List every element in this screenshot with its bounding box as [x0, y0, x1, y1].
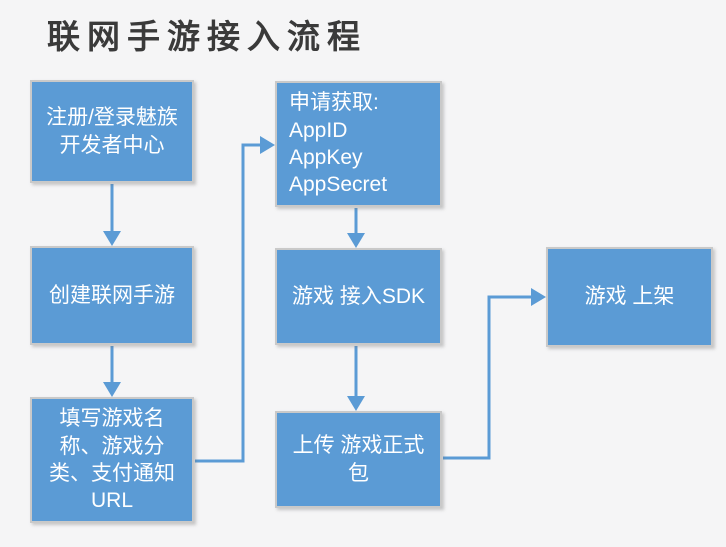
flow-node-create-game-label: 创建联网手游 [49, 283, 175, 307]
flow-node-create-game: 创建联网手游 [30, 246, 194, 345]
arrowhead-down-icon [103, 231, 121, 246]
connector-fill-info-to-apply-keys [195, 136, 275, 463]
arrowhead-down-icon [347, 396, 365, 411]
connector-sdk-to-upload-package [347, 346, 365, 411]
arrowhead-down-icon [103, 382, 121, 397]
flow-node-launch-label: 游戏 上架 [584, 285, 675, 309]
flow-node-upload-package: 上传 游戏正式 包 [275, 411, 442, 508]
flow-node-fill-info: 填写游戏名 称、游戏分 类、支付通知 URL [30, 397, 194, 523]
connector-apply-keys-to-sdk [347, 208, 365, 248]
arrowhead-down-icon [347, 233, 365, 248]
flow-node-sdk: 游戏 接入SDK [275, 248, 442, 345]
flow-node-sdk-label: 游戏 接入SDK [291, 284, 425, 308]
connector-create-game-to-fill-info [103, 346, 121, 397]
connector-register-to-create-game [103, 184, 121, 246]
flow-node-register-label: 注册/登录魅族 开发者中心 [46, 106, 178, 157]
arrowhead-right-icon [531, 288, 546, 306]
connector-upload-package-to-launch [443, 288, 546, 460]
flow-node-register: 注册/登录魅族 开发者中心 [30, 80, 194, 183]
flow-node-apply-keys: 申请获取: AppID AppKey AppSecret [275, 81, 442, 207]
diagram-title: 联网手游接入流程 [47, 18, 367, 55]
flow-node-fill-info-label: 填写游戏名 称、游戏分 类、支付通知 URL [49, 407, 175, 513]
arrowhead-right-icon [260, 136, 275, 154]
flow-node-apply-keys-label: 申请获取: AppID AppKey AppSecret [289, 91, 388, 197]
flow-node-launch: 游戏 上架 [546, 247, 713, 347]
flow-node-upload-package-label: 上传 游戏正式 包 [292, 434, 425, 485]
